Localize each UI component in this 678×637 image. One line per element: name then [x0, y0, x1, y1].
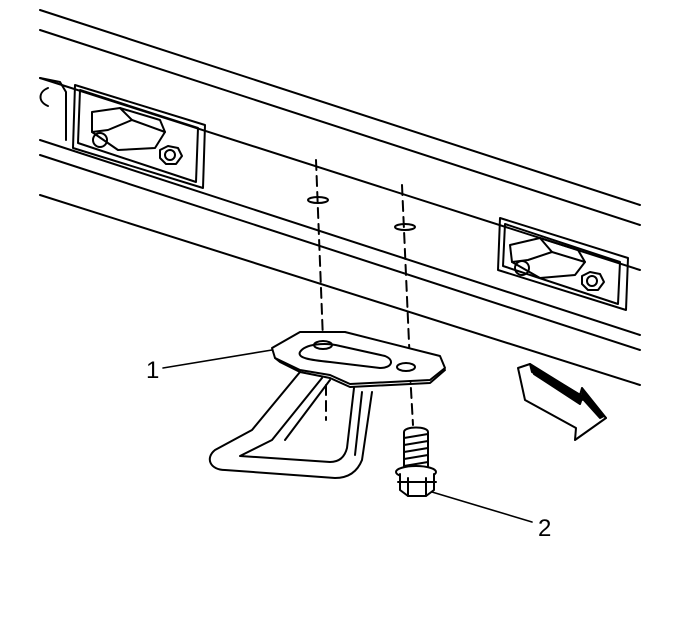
step-bracket-icon [208, 331, 446, 479]
step-loop-inner [239, 377, 355, 463]
hook-left-face [91, 119, 133, 133]
nut-right-center [586, 275, 598, 287]
alignment-line-left [315, 159, 324, 341]
rail-upper-lip [39, 29, 641, 226]
step-plate-thickness [274, 357, 446, 388]
step-loop-outer [208, 371, 373, 479]
rail-bottom-edge [39, 194, 641, 386]
bolt-hex-head [399, 473, 435, 497]
callout-2: 2 [538, 515, 551, 542]
direction-arrow-icon [517, 363, 607, 441]
mounting-plate-right [497, 217, 629, 311]
rail-face-bottom [39, 139, 641, 336]
leader-line-1 [162, 349, 273, 369]
frame-rail [39, 9, 641, 386]
mounting-plate-left [72, 84, 206, 189]
mounting-bracket-right [497, 217, 629, 311]
bolt-shank [403, 426, 429, 471]
mounting-plate-left-inner [77, 89, 199, 183]
step-hole-left [313, 340, 333, 350]
leader-line-2 [431, 491, 533, 523]
step-loop-rib-right [354, 391, 363, 456]
step-top-plate [271, 331, 446, 385]
step-loop-rib [284, 379, 331, 441]
hook-left-pivot [92, 132, 108, 148]
rail-hole-right [394, 223, 416, 231]
hook-right-pivot [514, 260, 530, 276]
mounting-plate-right-inner [502, 223, 621, 305]
hook-right-face [511, 251, 553, 263]
bolt-threads [403, 433, 429, 467]
step-slot [298, 343, 392, 369]
rail-left-end [39, 77, 67, 141]
bolt-icon [395, 426, 437, 497]
alignment-line-right [401, 184, 411, 366]
rail-left-notch [39, 87, 49, 107]
mounting-bracket-left [72, 84, 206, 189]
rail-top-edge [39, 9, 641, 206]
rail-lower-lip [39, 154, 641, 351]
step-hole-right [396, 362, 416, 372]
nut-right [581, 271, 605, 291]
nut-left [159, 145, 183, 165]
nut-left-center [164, 149, 176, 161]
direction-arrow-shading [531, 365, 605, 419]
callout-1: 1 [146, 357, 159, 384]
